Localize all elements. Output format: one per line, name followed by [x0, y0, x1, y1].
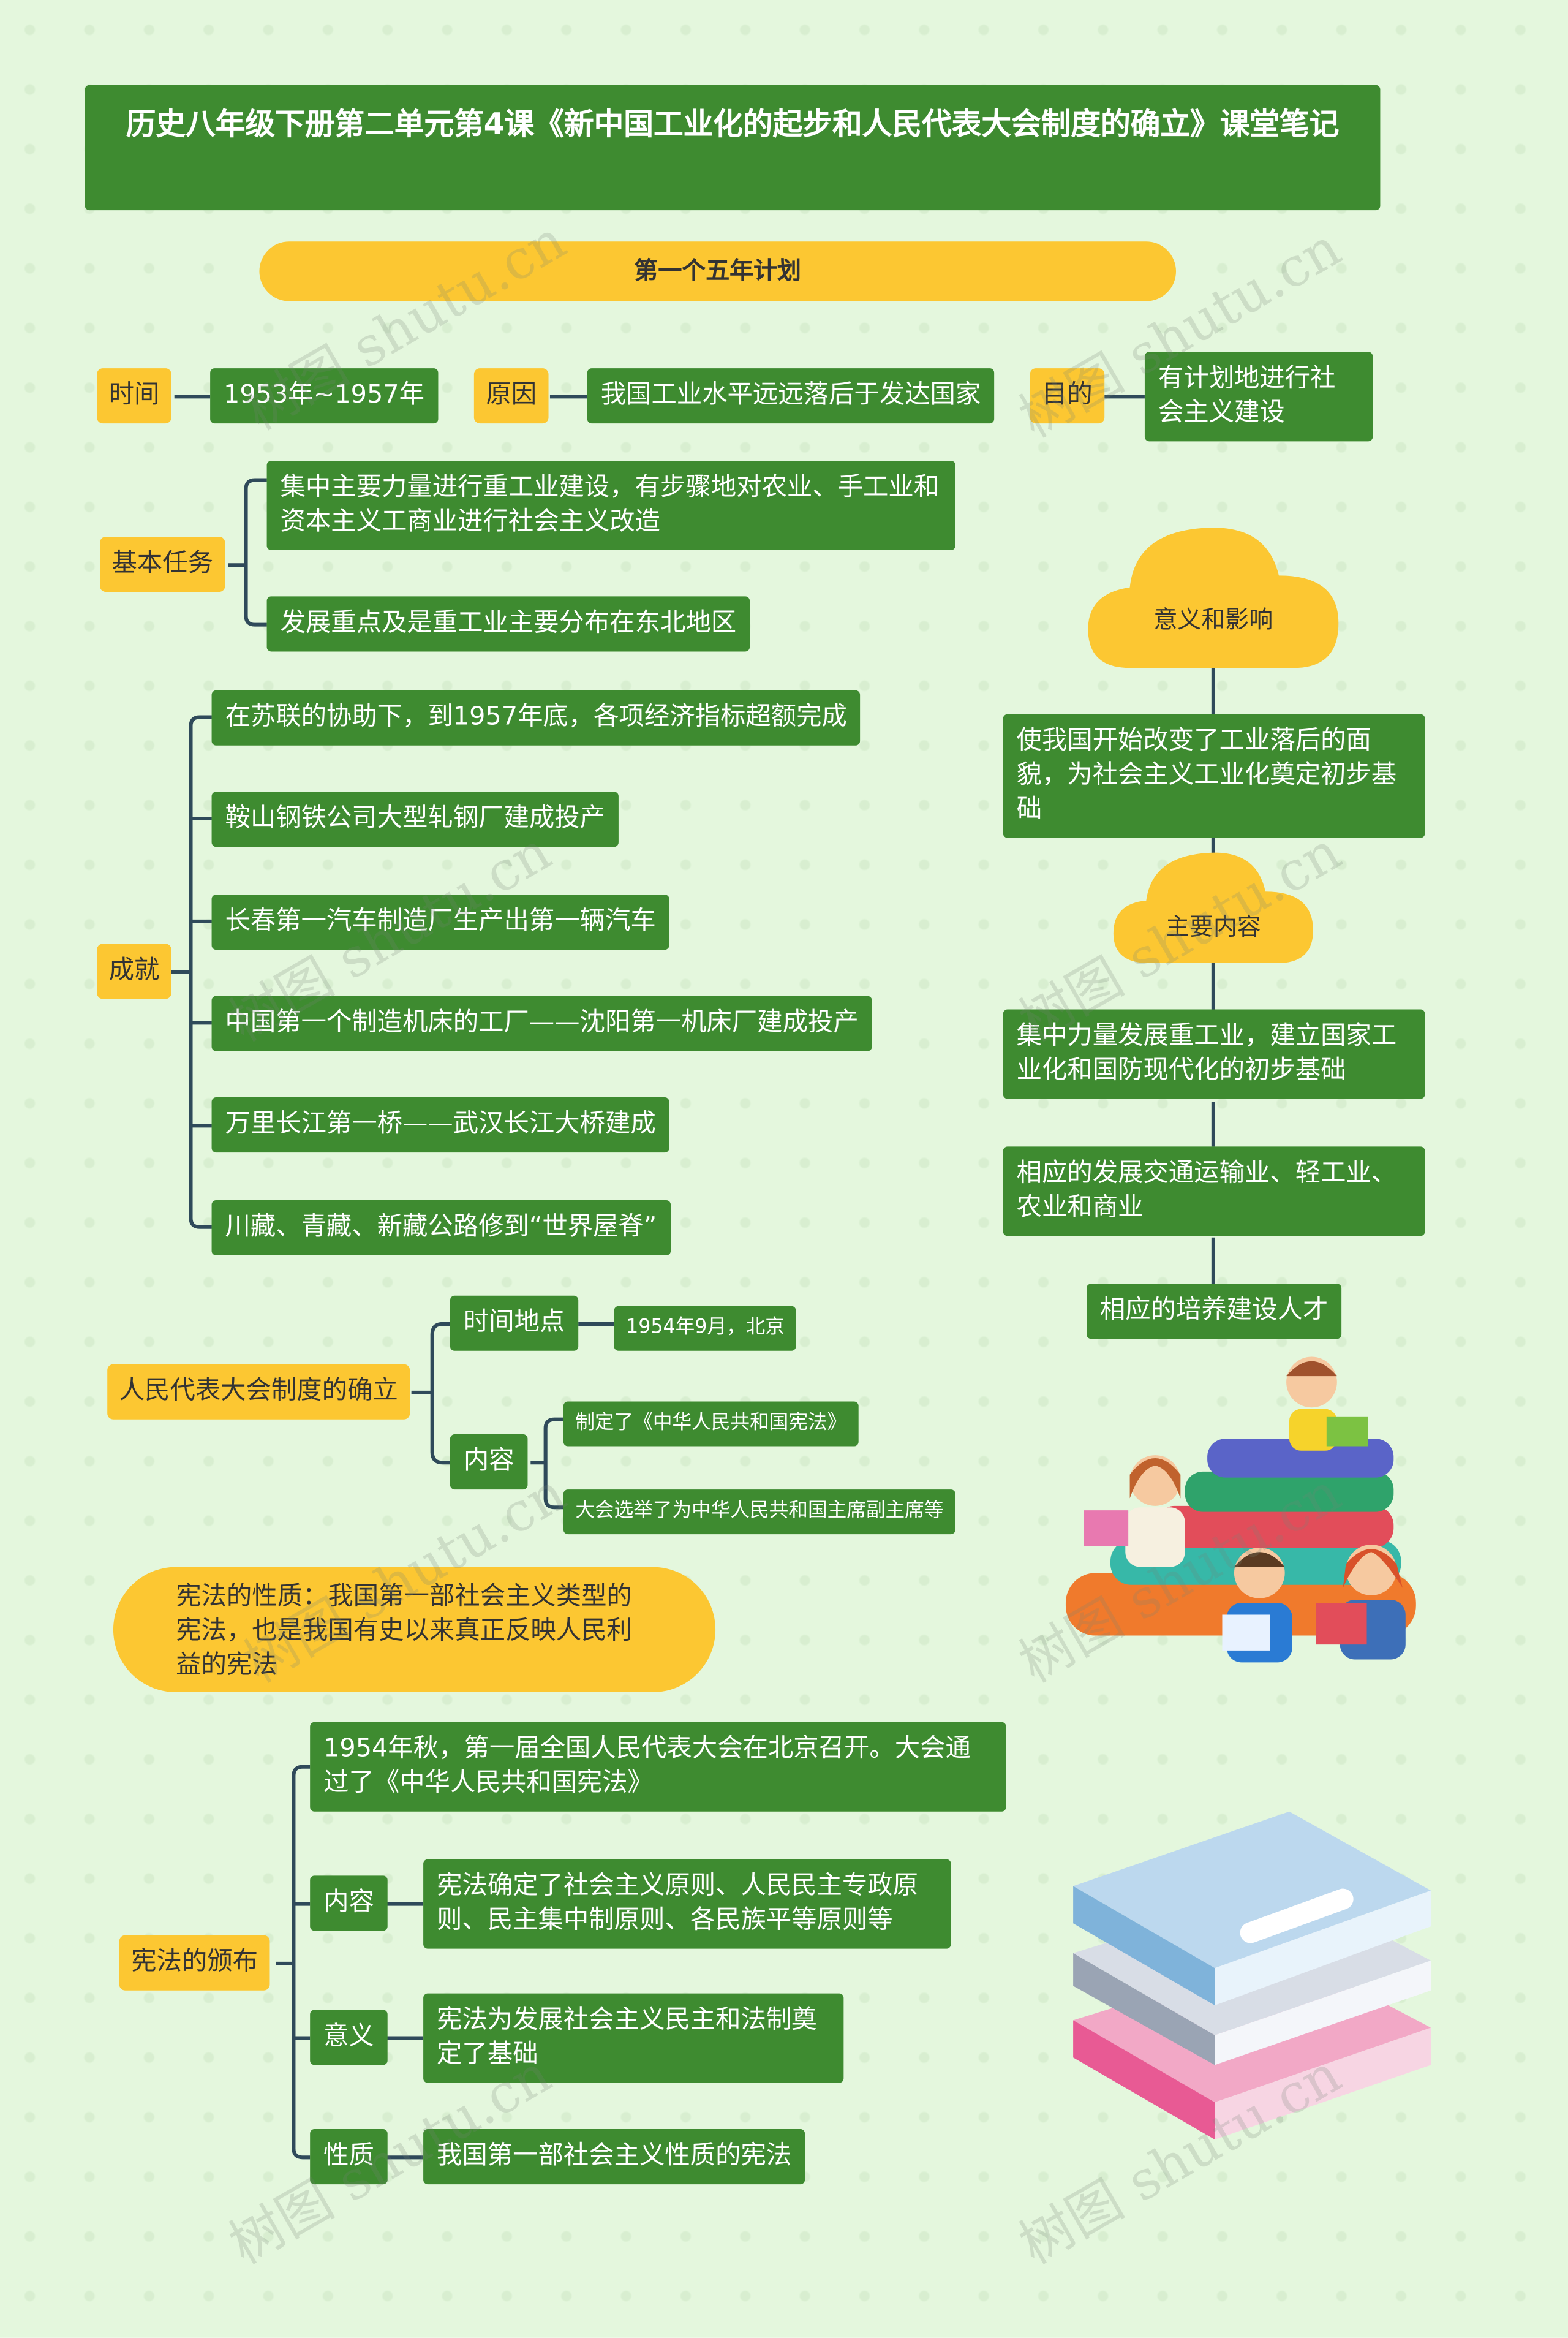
reason-value: 我国工业水平远远落后于发达国家 — [587, 368, 995, 424]
significance-cloud — [1088, 528, 1339, 668]
book-stack-illustration — [1073, 1811, 1431, 2140]
basic-tasks-label: 基本任务 — [100, 537, 225, 592]
achievement-item-4: 中国第一个制造机床的工厂——沈阳第一机床厂建成投产 — [211, 996, 872, 1051]
task-item-2: 发展重点及是重工业主要分布在东北地区 — [266, 596, 750, 652]
main-content-item-1: 集中力量发展重工业，建立国家工业化和国防现代化的初步基础 — [1003, 1009, 1425, 1099]
npc-content-item-2: 大会选举了为中华人民共和国主席副主席等 — [563, 1489, 956, 1535]
constitution-nature-value: 我国第一部社会主义性质的宪法 — [423, 2129, 805, 2185]
main-content-label: 主要内容 — [1165, 912, 1261, 941]
time-place-label: 时间地点 — [450, 1295, 579, 1351]
achievement-item-6: 川藏、青藏、新藏公路修到“世界屋脊” — [211, 1200, 671, 1256]
constitution-nature-label: 性质 — [310, 2129, 388, 2185]
significance-label: 意义和影响 — [1153, 605, 1273, 634]
main-content-item-2: 相应的发展交通运输业、轻工业、农业和商业 — [1003, 1146, 1425, 1236]
constitution-intro: 1954年秋，第一届全国人民代表大会在北京召开。大会通过了《中华人民共和国宪法》 — [310, 1722, 1006, 1812]
constitution-promulgation-label: 宪法的颁布 — [119, 1935, 270, 1991]
npc-content-label: 内容 — [450, 1434, 528, 1490]
main-content-item-3: 相应的培养建设人才 — [1087, 1284, 1342, 1339]
constitution-content-value: 宪法确定了社会主义原则、人民民主专政原则、民主集中制原则、各民族平等原则等 — [423, 1859, 951, 1949]
constitution-meaning-value: 宪法为发展社会主义民主和法制奠定了基础 — [423, 1993, 844, 2083]
achievement-item-5: 万里长江第一桥——武汉长江大桥建成 — [211, 1097, 669, 1153]
achievement-item-1: 在苏联的协助下，到1957年底，各项经济指标超额完成 — [211, 690, 861, 746]
page-title: 历史八年级下册第二单元第4课《新中国工业化的起步和人民代表大会制度的确立》课堂笔… — [85, 85, 1381, 211]
constitution-meaning-label: 意义 — [310, 2010, 388, 2065]
task-item-1: 集中主要力量进行重工业建设，有步骤地对农业、手工业和资本主义工商业进行社会主义改… — [266, 460, 956, 550]
achievement-item-3: 长春第一汽车制造厂生产出第一辆汽车 — [211, 895, 669, 950]
achievements-label: 成就 — [97, 944, 172, 999]
constitution-nature-note: 宪法的性质：我国第一部社会主义类型的宪法，也是我国有史以来真正反映人民利益的宪法 — [113, 1567, 716, 1693]
time-value: 1953年~1957年 — [210, 368, 438, 424]
main-content-cloud — [1113, 852, 1313, 964]
purpose-label: 目的 — [1030, 368, 1105, 424]
reason-label: 原因 — [473, 368, 549, 424]
children-reading-illustration — [1065, 1356, 1416, 1663]
achievement-item-2: 鞍山钢铁公司大型轧钢厂建成投产 — [211, 792, 619, 847]
time-label: 时间 — [97, 368, 172, 424]
constitution-content-label: 内容 — [310, 1875, 388, 1931]
time-place-value: 1954年9月，北京 — [614, 1306, 797, 1351]
npc-content-item-1: 制定了《中华人民共和国宪法》 — [563, 1401, 859, 1447]
purpose-value: 有计划地进行社会主义建设 — [1144, 352, 1373, 442]
npc-system-label: 人民代表大会制度的确立 — [107, 1364, 410, 1420]
section-five-year-plan: 第一个五年计划 — [259, 241, 1177, 301]
significance-value: 使我国开始改变了工业落后的面貌，为社会主义工业化奠定初步基础 — [1003, 714, 1425, 838]
